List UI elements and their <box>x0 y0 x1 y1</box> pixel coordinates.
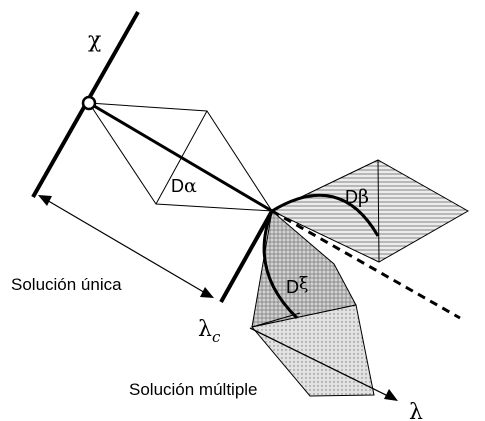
d-alpha-label: Dα <box>171 175 197 197</box>
region-multiple-solution <box>251 304 375 397</box>
origin-circle-marker <box>81 95 97 111</box>
d-xi-label: Dξ <box>286 274 308 297</box>
lambda-axis-line <box>249 327 393 399</box>
unique-solution-range-line <box>44 198 208 295</box>
unique-solution-arrowhead-right <box>200 287 214 298</box>
chi-label: χ <box>88 28 101 53</box>
d-beta-label: Dβ <box>345 186 369 208</box>
boundary-curve-beta <box>271 193 380 237</box>
lambda-c-axis-line <box>219 210 274 303</box>
region-d-beta <box>270 159 470 263</box>
unique-solution-label: Solución única <box>11 275 122 294</box>
boundary-curve-xi <box>262 210 299 320</box>
unique-solution-arrowhead-left <box>38 195 52 206</box>
multiple-solution-label: Solución múltiple <box>129 380 258 399</box>
lambda-axis-arrowhead <box>384 389 398 401</box>
lambda-label: λ <box>409 400 423 421</box>
lambda-c-label: λc <box>198 317 221 346</box>
